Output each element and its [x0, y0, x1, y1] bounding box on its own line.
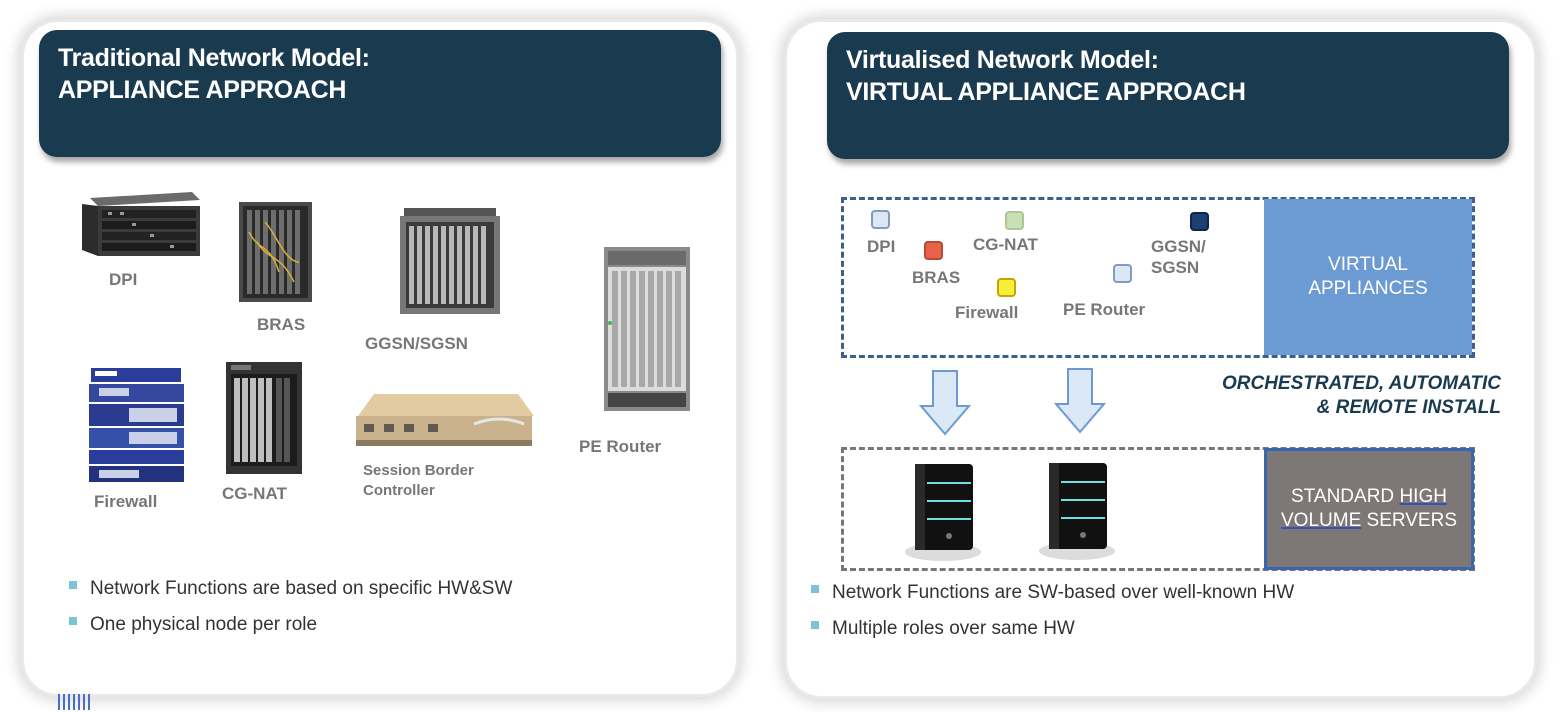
left-bullet-1: Network Functions are based on specific … — [69, 578, 512, 600]
orchestration-line1: ORCHESTRATED, AUTOMATIC — [1221, 373, 1501, 394]
firewall-function-icon — [997, 278, 1016, 297]
dpi-appliance-image — [82, 192, 200, 256]
ggsn-function-icon — [1190, 212, 1209, 231]
header-title-line1: Virtualised Network Model: — [846, 46, 1159, 74]
servers-line1: STANDARD HIGH — [1281, 485, 1457, 509]
cg-nat-function-icon — [1005, 211, 1024, 230]
firewall-function-label: Firewall — [955, 303, 1019, 322]
dpi-function-icon — [871, 210, 890, 229]
traditional-model-panel: Traditional Network Model: APPLIANCE APP… — [24, 22, 736, 694]
left-bullet-2: One physical node per role — [69, 614, 317, 636]
dpi-label: DPI — [109, 270, 138, 289]
server-tower-icon — [1039, 463, 1115, 560]
bullet-marker — [811, 585, 819, 593]
firewall-appliance-image — [89, 368, 184, 482]
pe-router-appliance-image — [604, 247, 690, 411]
dpi-function-label: DPI — [867, 237, 896, 256]
ggsn-label-line1: GGSN/ — [1151, 237, 1206, 256]
right-bullet-2: Multiple roles over same HW — [811, 618, 1075, 640]
bras-label: BRAS — [257, 315, 306, 334]
servers-line2: VOLUME SERVERS — [1281, 509, 1457, 533]
header-title-line1: Traditional Network Model: — [58, 44, 370, 72]
pe-router-function-label: PE Router — [1063, 300, 1146, 319]
orchestration-line2: & REMOTE INSTALL — [1316, 397, 1501, 418]
session-border-controller-label: Session Border Controller — [363, 461, 474, 501]
bras-function-label: BRAS — [912, 268, 961, 287]
virtual-appliances-box: VIRTUAL APPLIANCES — [1264, 199, 1472, 355]
virtualised-model-header: Virtualised Network Model: VIRTUAL APPLI… — [827, 32, 1509, 159]
servers-line2-b: SERVERS — [1361, 510, 1457, 531]
ggsn-label-line2: SGSN — [1151, 258, 1200, 277]
right-bullet-2-text: Multiple roles over same HW — [832, 618, 1075, 639]
firewall-label: Firewall — [94, 492, 158, 511]
right-bullet-1: Network Functions are SW-based over well… — [811, 582, 1294, 604]
cg-nat-label: CG-NAT — [222, 484, 287, 503]
header-title-line2: VIRTUAL APPLIANCE APPROACH — [846, 78, 1246, 106]
ggsn-sgsn-label: GGSN/SGSN — [365, 334, 468, 353]
down-arrow-icon — [919, 370, 971, 436]
traditional-model-header: Traditional Network Model: APPLIANCE APP… — [39, 30, 721, 157]
pe-router-label: PE Router — [579, 437, 662, 456]
session-border-controller-image — [356, 394, 534, 446]
standard-servers-box: STANDARD HIGH VOLUME SERVERS — [1264, 448, 1474, 570]
cg-nat-appliance-image — [226, 362, 302, 474]
orchestration-caption: ORCHESTRATED, AUTOMATIC & REMOTE INSTALL — [1167, 372, 1501, 420]
cg-nat-function-label: CG-NAT — [973, 235, 1038, 254]
ggsn-sgsn-appliance-image — [400, 208, 500, 314]
down-arrow-icon — [1054, 368, 1106, 434]
sbc-label-line2: Controller — [363, 482, 435, 499]
sbc-label-line1: Session Border — [363, 462, 474, 479]
bullet-marker — [811, 621, 819, 629]
header-title-line2: APPLIANCE APPROACH — [58, 76, 347, 104]
virtual-appliances-line2: APPLIANCES — [1308, 278, 1428, 299]
left-bullet-1-text: Network Functions are based on specific … — [90, 578, 513, 599]
right-bullet-1-text: Network Functions are SW-based over well… — [832, 582, 1295, 603]
logo-mark-icon — [58, 694, 90, 710]
virtual-appliances-line1: VIRTUAL — [1328, 254, 1408, 275]
bullet-marker — [69, 581, 77, 589]
servers-line2-a: VOLUME — [1281, 510, 1362, 531]
pe-router-function-icon — [1113, 264, 1132, 283]
bras-appliance-image — [239, 202, 312, 302]
servers-line1-a: STANDARD — [1291, 486, 1400, 507]
virtual-appliances-group — [841, 197, 1475, 358]
left-bullet-2-text: One physical node per role — [90, 614, 318, 635]
server-tower-icon — [905, 464, 981, 561]
bras-function-icon — [924, 241, 943, 260]
servers-line1-b: HIGH — [1399, 486, 1447, 507]
ggsn-function-label: GGSN/ SGSN — [1151, 236, 1206, 278]
virtualised-model-panel: Virtualised Network Model: VIRTUAL APPLI… — [787, 22, 1534, 696]
bullet-marker — [69, 617, 77, 625]
